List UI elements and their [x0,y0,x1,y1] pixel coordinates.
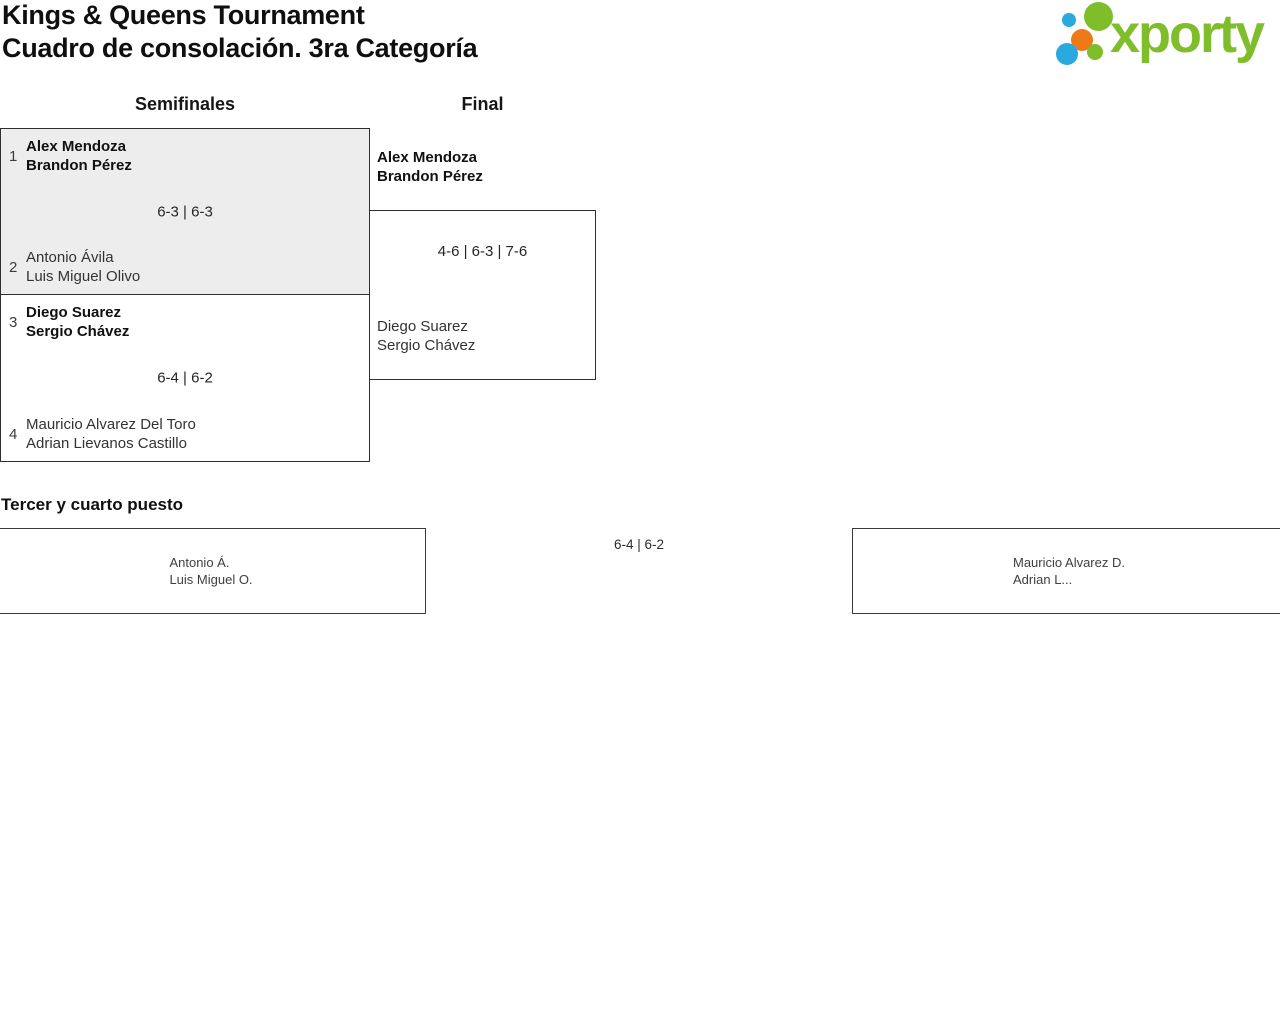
match-score: 4-6 | 6-3 | 7-6 [437,243,528,260]
seed-number: 2 [9,258,18,276]
player-name: Diego Suarez [26,304,122,321]
logo-dot-icon [1062,13,1076,27]
player-name: Antonio Ávila [26,249,114,266]
page-title: Kings & Queens Tournament Cuadro de cons… [2,0,478,65]
round-header-semifinals: Semifinales [134,94,236,114]
team-slot: 3 Diego Suarez Sergio Chávez [1,303,129,341]
team-slot: 2 Antonio Ávila Luis Miguel Olivo [1,248,140,286]
match-score: 6-4 | 6-2 [157,369,213,387]
player-name: Brandon Pérez [377,168,483,185]
player-name: Alex Mendoza [377,149,478,166]
player-name: Luis Miguel O. [169,572,253,587]
match-score: 6-4 | 6-2 [613,537,665,552]
seed-number: 3 [9,313,18,331]
player-name: Mauricio Alvarez Del Toro [26,416,196,433]
logo-dot-icon [1071,29,1093,51]
tournament-name: Kings & Queens Tournament [2,0,365,30]
team-players: Mauricio Alvarez D. Adrian L... [1013,554,1125,588]
team-players: Alex Mendoza Brandon Pérez [26,137,132,175]
player-name: Sergio Chávez [377,337,476,354]
xporty-logo[interactable]: xporty [1050,0,1280,72]
team-slot: 1 Alex Mendoza Brandon Pérez [1,137,132,175]
team-players: Antonio Á. Luis Miguel O. [169,554,252,588]
player-name: Antonio Á. [169,555,230,570]
logo-dot-icon [1056,43,1078,65]
player-name: Brandon Pérez [26,157,132,174]
section-heading-third-place: Tercer y cuarto puesto [1,495,184,514]
team-players: Antonio Ávila Luis Miguel Olivo [26,248,140,286]
seed-number: 1 [9,147,18,165]
match-score: 6-3 | 6-3 [157,203,213,220]
match-card-third-place-left[interactable]: Antonio Á. Luis Miguel O. [0,528,426,614]
player-name: Luis Miguel Olivo [26,268,141,285]
team-slot: 4 Mauricio Alvarez Del Toro Adrian Lieva… [1,415,196,453]
player-name: Mauricio Alvarez D. [1013,555,1125,570]
logo-dot-icon [1084,2,1113,31]
match-card-third-place-right[interactable]: Mauricio Alvarez D. Adrian L... [852,528,1280,614]
player-name: Adrian L... [1013,572,1073,587]
seed-number: 4 [9,425,18,443]
team-players: Alex Mendoza Brandon Pérez [377,148,483,186]
match-card-final[interactable] [369,210,596,380]
bracket-subtitle: Cuadro de consolación. 3ra Categoría [2,33,478,63]
player-name: Diego Suarez [377,318,468,335]
player-name: Adrian Lievanos Castillo [26,435,187,452]
logo-wordmark: xporty [1110,4,1265,64]
player-name: Sergio Chávez [26,323,130,340]
match-card-semifinal-2[interactable]: 3 Diego Suarez Sergio Chávez 6-4 | 6-2 4… [0,294,370,462]
player-name: Alex Mendoza [26,138,127,155]
match-card-semifinal-1[interactable]: 1 Alex Mendoza Brandon Pérez 6-3 | 6-3 2… [0,128,370,295]
team-players: Mauricio Alvarez Del Toro Adrian Lievano… [26,415,196,453]
team-players: Diego Suarez Sergio Chávez [377,317,475,355]
round-header-final: Final [461,94,504,114]
logo-dot-icon [1087,44,1103,60]
team-players: Diego Suarez Sergio Chávez [26,303,129,341]
